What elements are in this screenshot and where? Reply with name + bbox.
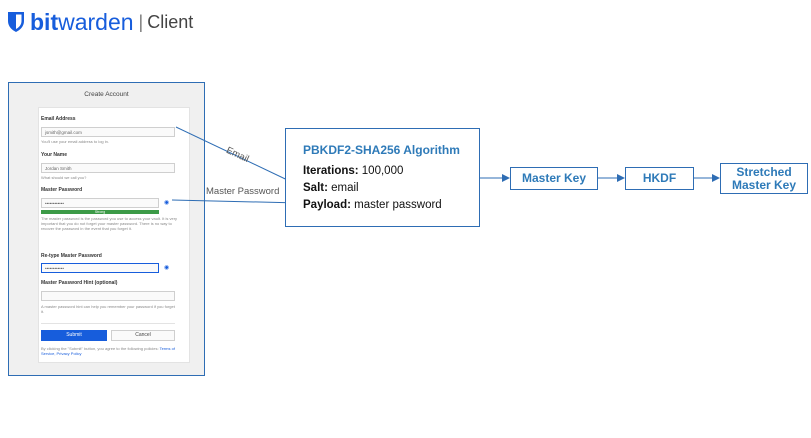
brand-name-bold: bit: [30, 8, 59, 35]
stretched-line-1: Stretched: [736, 164, 792, 179]
iterations-value: 100,000: [358, 165, 404, 177]
password-strength-bar: Strong: [41, 210, 159, 214]
payload-value: master password: [350, 199, 442, 211]
payload-line: Payload: master password: [303, 199, 442, 211]
name-label: Your Name: [41, 152, 68, 158]
brand-name-light: warden: [58, 8, 134, 35]
master-key-box: Master Key: [510, 167, 598, 190]
policy-text: By clicking the "Submit" button, you agr…: [41, 346, 160, 351]
master-password-edge-label: Master Password: [206, 186, 280, 197]
name-hint: What should we call you?: [41, 175, 87, 180]
shield-icon: [8, 12, 24, 32]
email-edge: [175, 126, 301, 187]
cancel-button[interactable]: Cancel: [111, 330, 175, 341]
master-password-label: Master Password: [41, 187, 83, 193]
iterations-key: Iterations:: [303, 165, 359, 177]
policy-links[interactable]: Terms of Service, Privacy Policy: [41, 346, 175, 356]
form-title: Create Account: [84, 91, 129, 98]
payload-key: Payload:: [303, 199, 351, 211]
submit-button[interactable]: Submit: [41, 330, 107, 341]
brand-product: Client: [147, 11, 194, 32]
salt-line: Salt: email: [303, 182, 359, 194]
pbkdf2-algorithm-box: PBKDF2-SHA256 Algorithm Iterations: 100,…: [285, 128, 480, 227]
password-hint-label: Master Password Hint (optional): [41, 280, 118, 286]
salt-value: email: [327, 182, 359, 194]
name-field[interactable]: Jordan Smith: [41, 163, 175, 173]
email-hint: You'll use your email address to log in.: [41, 139, 109, 144]
master-password-field[interactable]: ••••••••••••: [41, 198, 159, 208]
form-divider: [41, 323, 175, 324]
email-label: Email Address: [41, 116, 76, 122]
retype-password-field[interactable]: ••••••••••••: [41, 263, 159, 273]
create-account-form: Email Address jsmith@gmail.com You'll us…: [38, 107, 190, 363]
create-account-screenshot: Create Account Email Address jsmith@gmai…: [8, 82, 205, 376]
password-hint-help: A master password hint can help you reme…: [41, 304, 175, 314]
policy-notice: By clicking the "Submit" button, you agr…: [41, 346, 179, 356]
eye-icon[interactable]: ◉: [164, 265, 170, 271]
master-password-edge: [171, 198, 301, 207]
eye-icon[interactable]: ◉: [164, 200, 170, 206]
stretched-line-2: Master Key: [731, 177, 797, 192]
algorithm-title: PBKDF2-SHA256 Algorithm: [303, 143, 460, 157]
stretched-master-key-box: Stretched Master Key: [720, 163, 808, 194]
hkdf-box: HKDF: [625, 167, 694, 190]
iterations-line: Iterations: 100,000: [303, 165, 403, 177]
master-password-hint-text: The master password is the password you …: [41, 216, 178, 231]
salt-key: Salt:: [303, 182, 328, 194]
brand-separator: |: [138, 11, 144, 32]
email-field[interactable]: jsmith@gmail.com: [41, 127, 175, 137]
password-hint-field[interactable]: [41, 291, 175, 301]
retype-password-label: Re-type Master Password: [41, 253, 102, 259]
